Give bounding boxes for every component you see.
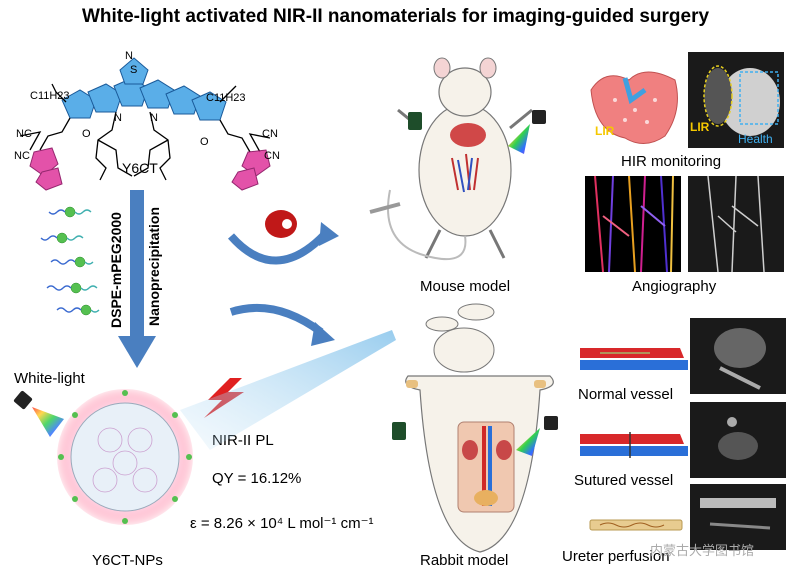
white-light-label: White-light <box>14 370 85 387</box>
nanoparticle-name: Y6CT-NPs <box>92 552 163 569</box>
sutured-vessel-label: Sutured vessel <box>574 472 674 489</box>
qy-label: QY = 16.12% <box>212 470 302 487</box>
lir-label: LIR <box>595 124 615 138</box>
mouse-flashlight-icon <box>508 110 546 154</box>
atom-nc-left: NC <box>16 128 32 140</box>
acceptor-rings <box>29 147 271 191</box>
alkyl-chains <box>19 83 271 181</box>
liver-illustration <box>590 71 678 144</box>
hir-photo <box>688 52 784 148</box>
rabbit-flashlight-icon <box>516 416 558 456</box>
hir-label: HIR monitoring <box>621 153 722 170</box>
angiography-nir <box>688 176 784 272</box>
atom-o-left: O <box>82 128 91 140</box>
normal-vessel-illustration <box>580 348 688 370</box>
atom-n-left: N <box>114 112 122 124</box>
mouse-illustration <box>369 57 546 261</box>
page-title: White-light activated NIR-II nanomateria… <box>81 6 710 27</box>
nanoprecipitation-label: Nanoprecipitation <box>146 206 162 326</box>
atom-s-top: S <box>130 64 138 76</box>
atom-o-right: O <box>200 136 209 148</box>
rabbit-illustration <box>392 303 558 553</box>
sutured-vessel-illustration <box>580 432 688 458</box>
atom-cn-right: CN <box>262 128 278 140</box>
normal-vessel-photo <box>690 318 786 394</box>
ureter-photo <box>690 484 786 550</box>
heart-icon <box>265 210 297 238</box>
y6ct-structure <box>19 57 271 191</box>
chain-left-label: C11H23 <box>30 90 70 102</box>
mouse-model-label: Mouse model <box>420 278 511 295</box>
lir-photo-label: LIR <box>690 120 710 134</box>
nir-beam <box>180 330 396 450</box>
molecule-name: Y6CT <box>122 160 158 176</box>
ureter-illustration <box>589 519 683 531</box>
ureter-label: Ureter perfusion <box>562 548 670 565</box>
atom-cn-right-2: CN <box>264 150 280 162</box>
rabbit-model-label: Rabbit model <box>420 552 509 569</box>
health-label: Health <box>738 132 773 146</box>
sutured-vessel-photo <box>690 402 786 478</box>
angiography-label: Angiography <box>632 278 717 295</box>
watermark: 内蒙古大学图书馆 <box>650 543 755 558</box>
curved-arrows <box>227 210 339 346</box>
angiography-colored <box>585 175 681 273</box>
dspe-label: DSPE-mPEG2000 <box>108 212 124 328</box>
normal-vessel-label: Normal vessel <box>578 386 674 403</box>
atom-n-top: N <box>125 50 133 62</box>
atom-n-right: N <box>150 112 158 124</box>
epsilon-label: ε = 8.26 × 10⁴ L mol⁻¹ cm⁻¹ <box>190 515 374 532</box>
dspe-molecules <box>40 206 100 316</box>
chain-right-label: C11H23 <box>206 92 246 104</box>
atom-nc-left-2: NC <box>14 150 30 162</box>
down-arrow <box>118 190 156 368</box>
thiophene-core <box>61 57 227 121</box>
nanoparticle <box>57 389 193 525</box>
flashlight-icon <box>13 390 64 437</box>
